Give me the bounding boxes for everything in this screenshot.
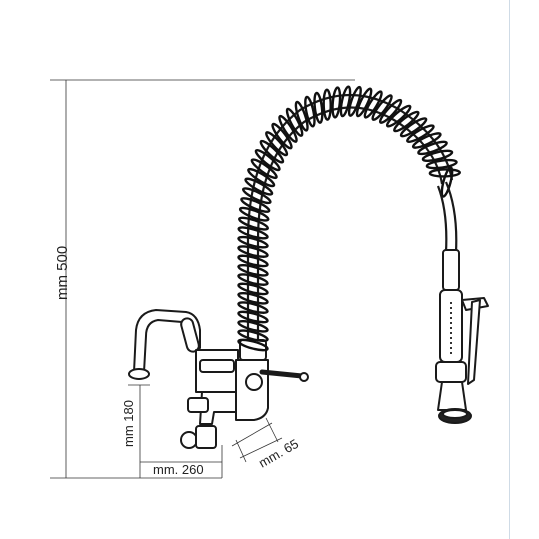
spring-coil (237, 319, 269, 333)
spring-coil (238, 216, 269, 231)
spring-coil (237, 235, 269, 249)
spring-coil (406, 124, 435, 143)
spring-coil (237, 310, 269, 324)
spring-coil (339, 85, 352, 118)
spring-coil (440, 166, 454, 198)
spring-coil (254, 148, 281, 172)
spring-coil (237, 338, 269, 352)
spout-reach-label: mm. 260 (153, 462, 204, 477)
spring-coil (237, 263, 269, 277)
spring-coil (385, 104, 412, 128)
spring-coil (313, 91, 324, 124)
spring-coil (285, 107, 304, 137)
spring-coil (238, 206, 270, 222)
spring-coil (244, 177, 274, 196)
spring-coil (242, 187, 272, 205)
spring-coil (247, 167, 276, 188)
spring-coil (411, 132, 442, 149)
wall-offset-label: mm. 65 (256, 436, 301, 471)
spring-coil (259, 139, 285, 164)
spout-height-label: mm 180 (121, 400, 136, 447)
spring-coil (237, 273, 269, 286)
spring-coil (250, 158, 278, 180)
spring-coil (237, 291, 269, 305)
spring-coil (265, 131, 289, 157)
spring-coil (304, 95, 316, 128)
spring-coil (237, 226, 269, 240)
spring-coil (393, 110, 420, 133)
faucet-icon (128, 309, 309, 449)
coil-spring-icon (237, 85, 461, 352)
spring-coil (399, 117, 428, 138)
spring-coil (417, 140, 448, 156)
spring-coil (363, 90, 383, 119)
spring-coil (322, 88, 332, 121)
spring-coil (278, 114, 298, 143)
dimension-lines (50, 79, 355, 479)
spring-coil (240, 197, 271, 213)
spring-coil (355, 87, 373, 118)
spring-coil (425, 158, 458, 170)
spring-coil (294, 100, 309, 132)
page-edge-line (509, 0, 510, 539)
spring-coil (237, 282, 269, 296)
spring-coil (378, 98, 403, 124)
spring-coil (237, 254, 269, 268)
spring-coil (331, 86, 342, 119)
spring-coil (371, 94, 393, 121)
spring-coil (421, 149, 454, 162)
spring-coil (237, 301, 269, 314)
spring-coil (271, 122, 293, 150)
spring-coil (237, 245, 269, 258)
spray-head-icon (435, 181, 489, 424)
height-total-label: mm 500 (54, 246, 71, 300)
spring-coil (237, 329, 269, 343)
spring-coil (347, 85, 362, 117)
